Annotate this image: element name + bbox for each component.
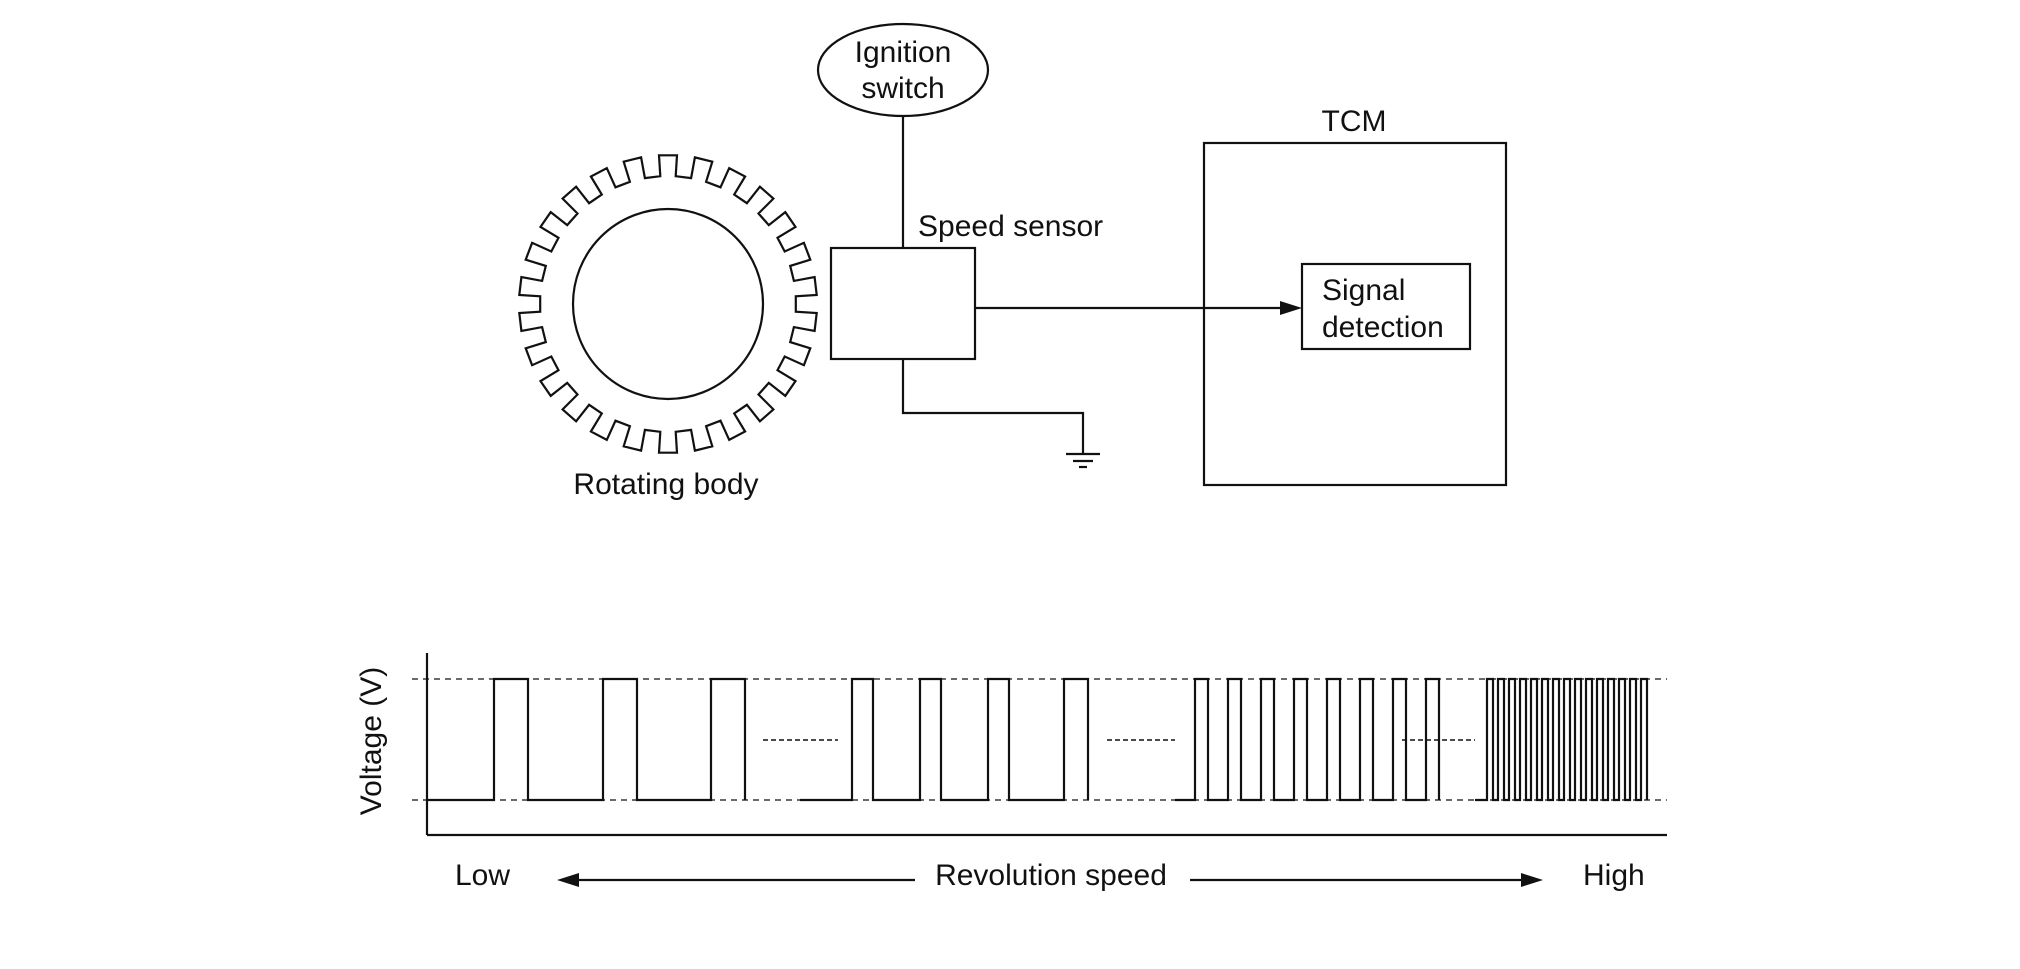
rotating-body-label: Rotating body	[573, 468, 758, 501]
ignition-switch-label-line1: Ignition	[855, 36, 952, 69]
speed-arrow-left-head	[557, 873, 579, 887]
speed-sensor: Speed sensor	[829, 210, 1103, 361]
tcm-box	[1202, 141, 1508, 487]
signal-detection-label-line1: Signal	[1322, 274, 1405, 307]
pulse-train-high-speed	[1475, 677, 1649, 802]
speed-arrow-right-head	[1521, 873, 1543, 887]
voltage-waveform: Voltage (V) Low High Revolution speed	[355, 653, 1667, 892]
waveform-y-axis-label: Voltage (V)	[355, 667, 388, 815]
pulse-train-low-speed	[427, 677, 747, 802]
signal-detection-box	[1300, 262, 1472, 351]
rotating-body-hub	[571, 207, 765, 401]
signal-arrowhead	[1280, 301, 1302, 315]
speed-sensor-label: Speed sensor	[918, 210, 1103, 243]
high-speed-label: High	[1583, 859, 1645, 892]
pulse-train-mid-high-speed	[1175, 677, 1441, 802]
ignition-switch: Ignition switch	[816, 22, 990, 118]
rotating-body: Rotating body	[518, 154, 818, 501]
pulse-train-mid-speed	[800, 677, 1090, 802]
revolution-speed-label: Revolution speed	[935, 859, 1167, 892]
gear-teeth-outline	[518, 154, 818, 454]
low-speed-label: Low	[455, 859, 510, 892]
ground	[901, 359, 1100, 469]
signal-detection-label-line2: detection	[1322, 311, 1444, 344]
ground-wire	[901, 359, 1085, 454]
speed-sensor-box	[829, 246, 977, 361]
ignition-switch-label-line2: switch	[861, 72, 944, 105]
tcm-label: TCM	[1322, 105, 1387, 138]
tcm: TCM Signal detection	[1202, 105, 1508, 487]
